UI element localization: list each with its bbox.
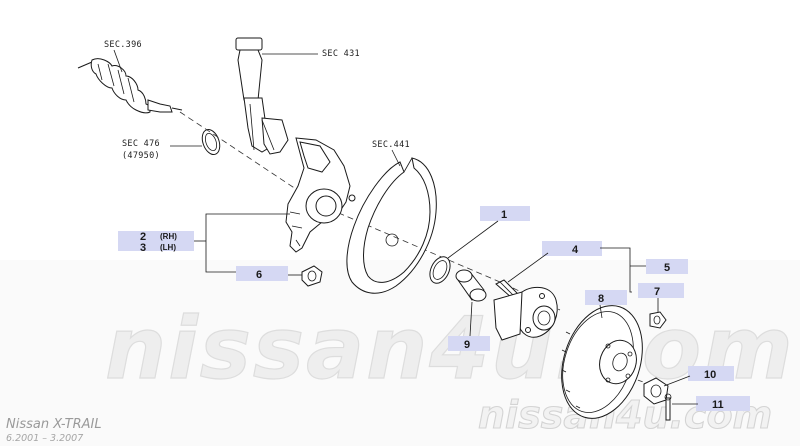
callout-11-bg	[696, 396, 750, 411]
callout-5[interactable]: 5	[664, 262, 670, 274]
callout-3-bg	[118, 241, 194, 251]
strut-assembly	[235, 37, 289, 155]
wheel-hub	[493, 286, 558, 341]
part-snap-ring	[429, 256, 451, 284]
callout-8[interactable]: 8	[598, 293, 604, 305]
leader-8	[599, 304, 603, 319]
vehicle-years: 6.2001 – 3.2007	[6, 433, 83, 444]
part-knuckle-nut	[301, 265, 323, 287]
bracket-5	[600, 247, 632, 293]
baffle-plate	[346, 157, 437, 294]
vehicle-model: Nissan X-TRAIL	[6, 417, 102, 432]
part-brake-rotor	[561, 305, 643, 419]
callout-5-bg	[646, 259, 688, 274]
sensor-ring	[201, 128, 221, 156]
callout-8-bg	[585, 290, 627, 305]
callout-4[interactable]: 4	[572, 244, 579, 256]
part-wheel-bearing	[455, 269, 487, 302]
leader-sec396	[113, 49, 123, 73]
callout-11[interactable]: 11	[712, 399, 724, 411]
leader-1	[447, 220, 499, 259]
drive-shaft	[77, 58, 183, 114]
leader-sec441	[391, 149, 401, 167]
callout-10[interactable]: 10	[704, 369, 716, 381]
leader-9	[469, 301, 473, 337]
callout-6[interactable]: 6	[256, 269, 262, 281]
steering-knuckle	[285, 137, 356, 253]
callout-1-bg	[480, 206, 530, 221]
bracket-2-3	[205, 213, 290, 273]
part-cotter-pin	[664, 393, 672, 421]
callout-9-bg	[448, 336, 490, 351]
callout-2[interactable]: 2	[140, 231, 146, 243]
callout-6-bg	[236, 266, 288, 281]
callout-7[interactable]: 7	[654, 286, 660, 298]
callout-7-bg	[638, 283, 684, 298]
sec-396-label[interactable]: SEC.396	[104, 40, 142, 50]
callout-2-bg	[118, 231, 194, 241]
callout-3[interactable]: 3	[140, 242, 146, 254]
sec-441-label[interactable]: SEC.441	[372, 140, 410, 150]
sec-476-label[interactable]: SEC 476	[122, 139, 160, 149]
leader-4	[507, 252, 549, 283]
sec-476-code[interactable]: (47950)	[122, 151, 160, 161]
callout-1[interactable]: 1	[501, 209, 507, 221]
callout-10-bg	[688, 366, 734, 381]
leader-10	[663, 375, 691, 387]
callout-4-bg	[542, 241, 602, 256]
sec-431-label[interactable]: SEC 431	[322, 49, 360, 59]
callout-9[interactable]: 9	[464, 339, 470, 351]
part-small-nut	[649, 311, 667, 329]
callout-3-side: (LH)	[160, 243, 176, 252]
callout-2-side: (RH)	[160, 232, 177, 241]
